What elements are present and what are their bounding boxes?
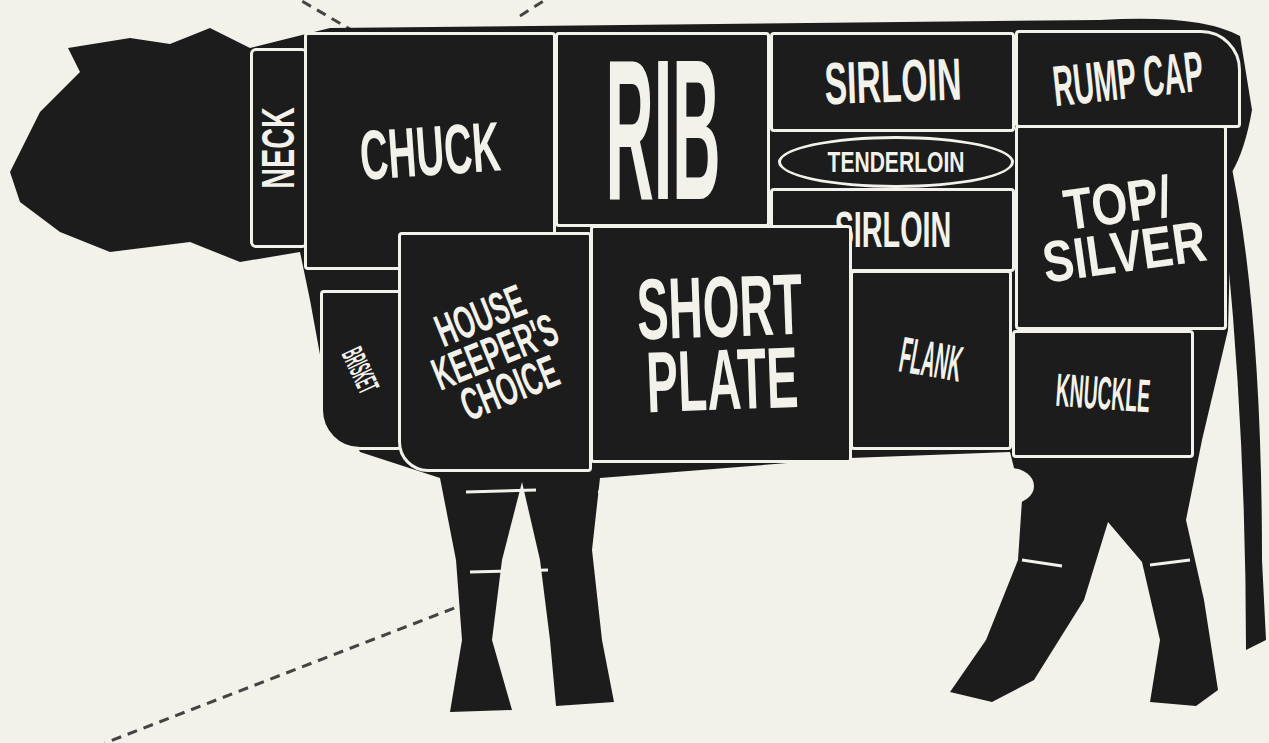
leader-line bbox=[300, 0, 355, 32]
leader-line bbox=[520, 0, 545, 16]
cut-region: KNUCKLE bbox=[1012, 330, 1194, 458]
cut-region: TENDERLOIN bbox=[778, 136, 1014, 188]
cut-name: BRISKET bbox=[320, 302, 401, 437]
cut-region: FLANK bbox=[850, 270, 1012, 450]
cut-name: RUMP CAP bbox=[1023, 44, 1234, 114]
cut-region: RIB bbox=[555, 32, 770, 227]
cut-name: TOP/ SILVER bbox=[1023, 166, 1219, 289]
cut-region: TOP/ SILVER bbox=[1015, 125, 1227, 330]
cut-region: HOUSE KEEPER'S CHOICE bbox=[398, 232, 592, 472]
cut-region: SHORT PLATE bbox=[590, 225, 852, 463]
leg-band bbox=[466, 490, 600, 572]
cut-region: RUMP CAP bbox=[1015, 30, 1241, 128]
udder bbox=[986, 468, 1034, 504]
leg-band bbox=[1022, 560, 1190, 566]
cut-name: SHORT PLATE bbox=[598, 266, 844, 421]
cut-name: TENDERLOIN bbox=[786, 150, 1006, 174]
cut-name: NECK bbox=[259, 56, 299, 240]
cut-name: CHUCK bbox=[312, 113, 548, 189]
cow-tail bbox=[1222, 150, 1266, 650]
cut-name: FLANK bbox=[856, 326, 1006, 393]
cut-region: BRISKET bbox=[320, 290, 402, 450]
leader-line bbox=[105, 602, 470, 743]
cow-silhouette bbox=[10, 19, 1252, 712]
cut-region: SIRLOIN bbox=[770, 32, 1015, 132]
cut-name: HOUSE KEEPER'S CHOICE bbox=[404, 270, 586, 434]
cut-region: NECK bbox=[250, 48, 308, 248]
cut-name: KNUCKLE bbox=[1019, 368, 1186, 419]
cut-name: RIB bbox=[563, 54, 762, 205]
cut-name: SIRLOIN bbox=[778, 53, 1007, 111]
